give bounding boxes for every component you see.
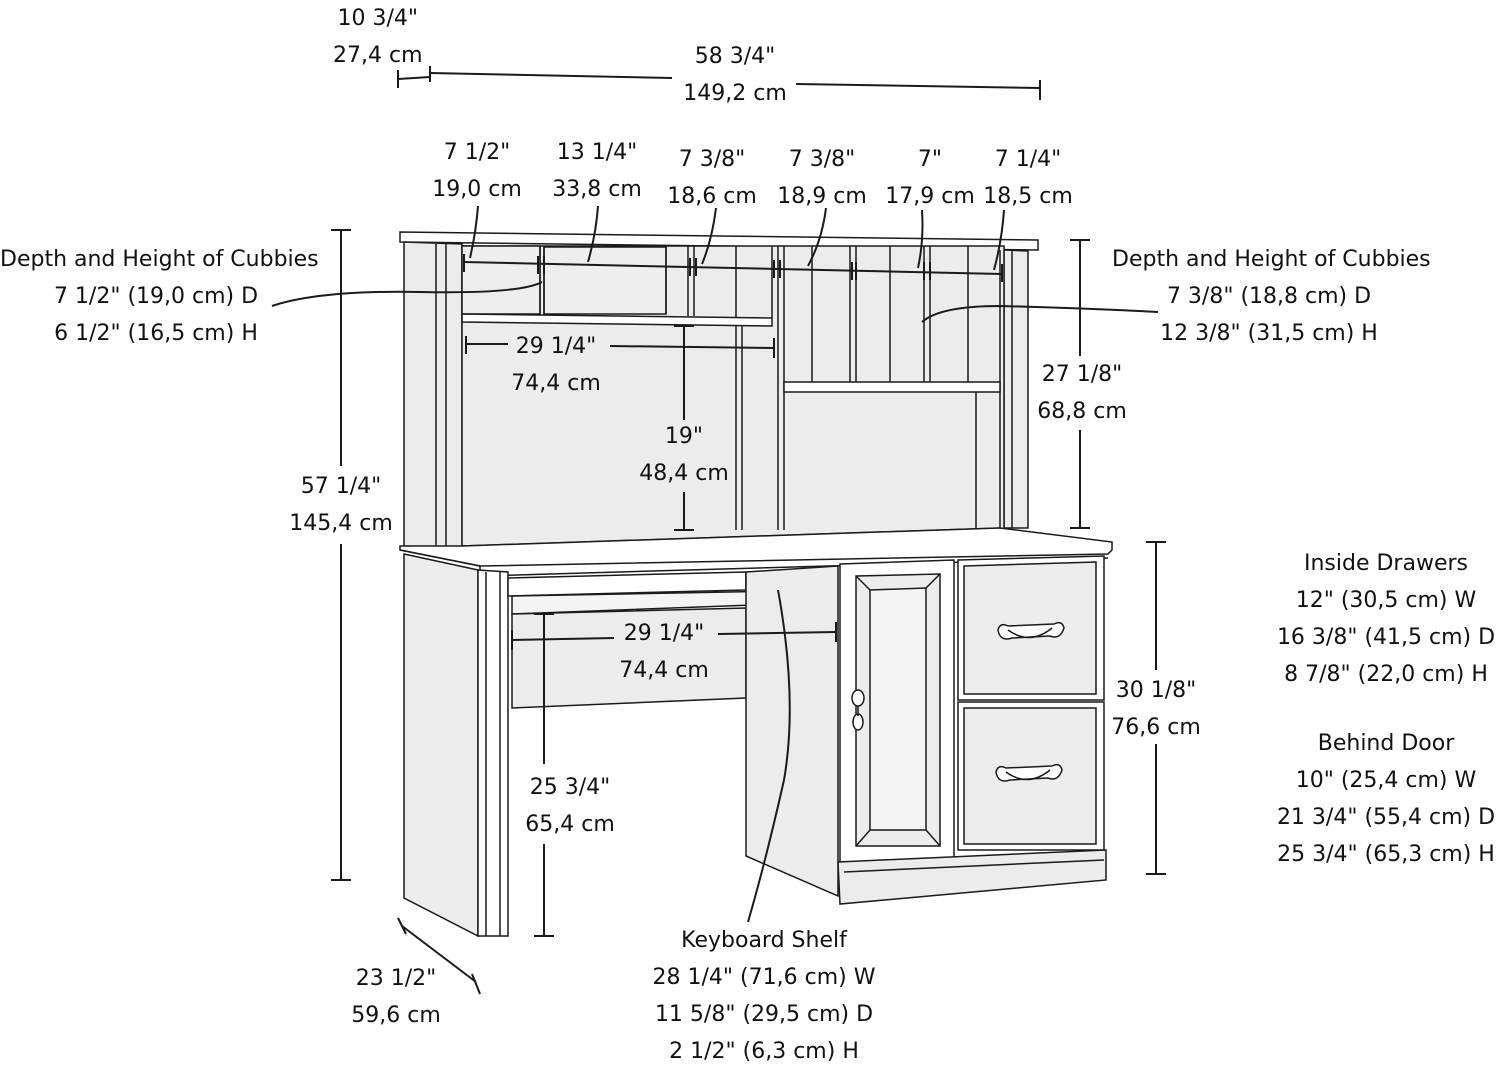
- overall-width-metric: 149,2 cm: [683, 81, 787, 106]
- keyboard-shelf-depth: 11 5/8" (29,5 cm) D: [654, 1002, 874, 1027]
- knee-width-metric: 74,4 cm: [619, 658, 709, 683]
- inside-drawers-height: 8 7/8" (22,0 cm) H: [1284, 662, 1488, 687]
- right-cubbies-note: Depth and Height of Cubbies 7 3/8" (18,8…: [1112, 241, 1431, 352]
- base-depth-imperial: 23 1/2": [355, 966, 437, 991]
- base-depth-label: 23 1/2" 59,6 cm: [351, 960, 441, 1034]
- desk-height-imperial: 30 1/8": [1115, 678, 1197, 703]
- cubby-width-3-imperial: 7 3/8": [678, 147, 746, 172]
- cubby-width-6-metric: 18,5 cm: [983, 184, 1073, 209]
- right-cubbies-depth: 7 3/8" (18,8 cm) D: [1166, 284, 1372, 309]
- cubby-width-5-metric: 17,9 cm: [885, 184, 975, 209]
- behind-door-note: Behind Door 10" (25,4 cm) W 21 3/4" (55,…: [1266, 725, 1500, 873]
- opening-width-label: 29 1/4" 74,4 cm: [511, 328, 601, 402]
- opening-height-metric: 48,4 cm: [639, 461, 729, 486]
- knee-width-imperial: 29 1/4": [623, 621, 705, 646]
- right-cubbies-title: Depth and Height of Cubbies: [1112, 247, 1431, 272]
- hutch-height-imperial: 27 1/8": [1041, 362, 1123, 387]
- desk-height-metric: 76,6 cm: [1111, 715, 1201, 740]
- cubby-width-2-label: 13 1/4" 33,8 cm: [552, 134, 642, 208]
- inside-drawers-depth: 16 3/8" (41,5 cm) D: [1276, 625, 1496, 650]
- overall-width-imperial: 58 3/4": [694, 44, 776, 69]
- opening-height-imperial: 19": [664, 424, 704, 449]
- cubby-width-3-label: 7 3/8" 18,6 cm: [667, 141, 757, 215]
- behind-door-depth: 21 3/4" (55,4 cm) D: [1276, 805, 1496, 830]
- knee-height-label: 25 3/4" 65,4 cm: [525, 769, 615, 843]
- cubby-width-4-metric: 18,9 cm: [777, 184, 867, 209]
- cubby-width-5-imperial: 7": [917, 147, 943, 172]
- cubby-width-2-metric: 33,8 cm: [552, 177, 642, 202]
- cubby-width-1-imperial: 7 1/2": [443, 140, 511, 165]
- dimension-lines: [271, 66, 1166, 995]
- desk-height-label: 30 1/8" 76,6 cm: [1111, 672, 1201, 746]
- behind-door-height: 25 3/4" (65,3 cm) H: [1277, 842, 1495, 867]
- cubby-width-6-imperial: 7 1/4": [994, 147, 1062, 172]
- cubby-width-1-metric: 19,0 cm: [432, 177, 522, 202]
- left-cubbies-depth: 7 1/2" (19,0 cm) D: [53, 284, 259, 309]
- hutch-height-label: 27 1/8" 68,8 cm: [1037, 356, 1127, 430]
- cubby-width-3-metric: 18,6 cm: [667, 184, 757, 209]
- overall-depth-top-imperial: 10 3/4": [337, 6, 419, 31]
- inside-drawers-title: Inside Drawers: [1303, 551, 1468, 576]
- behind-door-title: Behind Door: [1317, 731, 1455, 756]
- base-depth-metric: 59,6 cm: [351, 1003, 441, 1028]
- cubby-width-5-label: 7" 17,9 cm: [885, 141, 975, 215]
- right-pedestal: [745, 555, 1107, 905]
- overall-height-metric: 145,4 cm: [289, 511, 393, 536]
- right-cubbies-height: 12 3/8" (31,5 cm) H: [1160, 321, 1378, 346]
- left-cubbies-title: Depth and Height of Cubbies: [0, 247, 319, 272]
- cubby-width-2-imperial: 13 1/4": [556, 140, 638, 165]
- cubby-width-4-imperial: 7 3/8": [788, 147, 856, 172]
- hutch: [399, 231, 1039, 549]
- overall-height-label: 57 1/4" 145,4 cm: [289, 468, 393, 542]
- overall-width-label: 58 3/4" 149,2 cm: [683, 38, 787, 112]
- hutch-height-metric: 68,8 cm: [1037, 399, 1127, 424]
- overall-depth-top-metric: 27,4 cm: [333, 43, 423, 68]
- opening-width-imperial: 29 1/4": [515, 334, 597, 359]
- keyboard-shelf-title: Keyboard Shelf: [681, 928, 847, 953]
- behind-door-width: 10" (25,4 cm) W: [1295, 768, 1477, 793]
- drawer-handle-top: [997, 621, 1065, 640]
- keyboard-shelf-width: 28 1/4" (71,6 cm) W: [652, 965, 876, 990]
- inside-drawers-width: 12" (30,5 cm) W: [1295, 588, 1477, 613]
- knee-height-metric: 65,4 cm: [525, 812, 615, 837]
- cubby-width-1-label: 7 1/2" 19,0 cm: [432, 134, 522, 208]
- left-pedestal: [403, 553, 509, 938]
- opening-height-label: 19" 48,4 cm: [639, 418, 729, 492]
- cubby-width-6-label: 7 1/4" 18,5 cm: [983, 141, 1073, 215]
- knee-width-label: 29 1/4" 74,4 cm: [619, 615, 709, 689]
- left-cubbies-note: Depth and Height of Cubbies 7 1/2" (19,0…: [0, 241, 319, 352]
- drawer-handle-bottom: [995, 763, 1063, 782]
- overall-height-imperial: 57 1/4": [300, 474, 382, 499]
- left-cubbies-height: 6 1/2" (16,5 cm) H: [54, 321, 258, 346]
- keyboard-shelf-height: 2 1/2" (6,3 cm) H: [669, 1039, 859, 1064]
- cubby-width-4-label: 7 3/8" 18,9 cm: [777, 141, 867, 215]
- door-knob: [851, 689, 865, 731]
- inside-drawers-note: Inside Drawers 12" (30,5 cm) W 16 3/8" (…: [1266, 545, 1500, 693]
- overall-depth-top-label: 10 3/4" 27,4 cm: [333, 0, 423, 74]
- opening-width-metric: 74,4 cm: [511, 371, 601, 396]
- knee-height-imperial: 25 3/4": [529, 775, 611, 800]
- keyboard-shelf-note: Keyboard Shelf 28 1/4" (71,6 cm) W 11 5/…: [634, 922, 894, 1070]
